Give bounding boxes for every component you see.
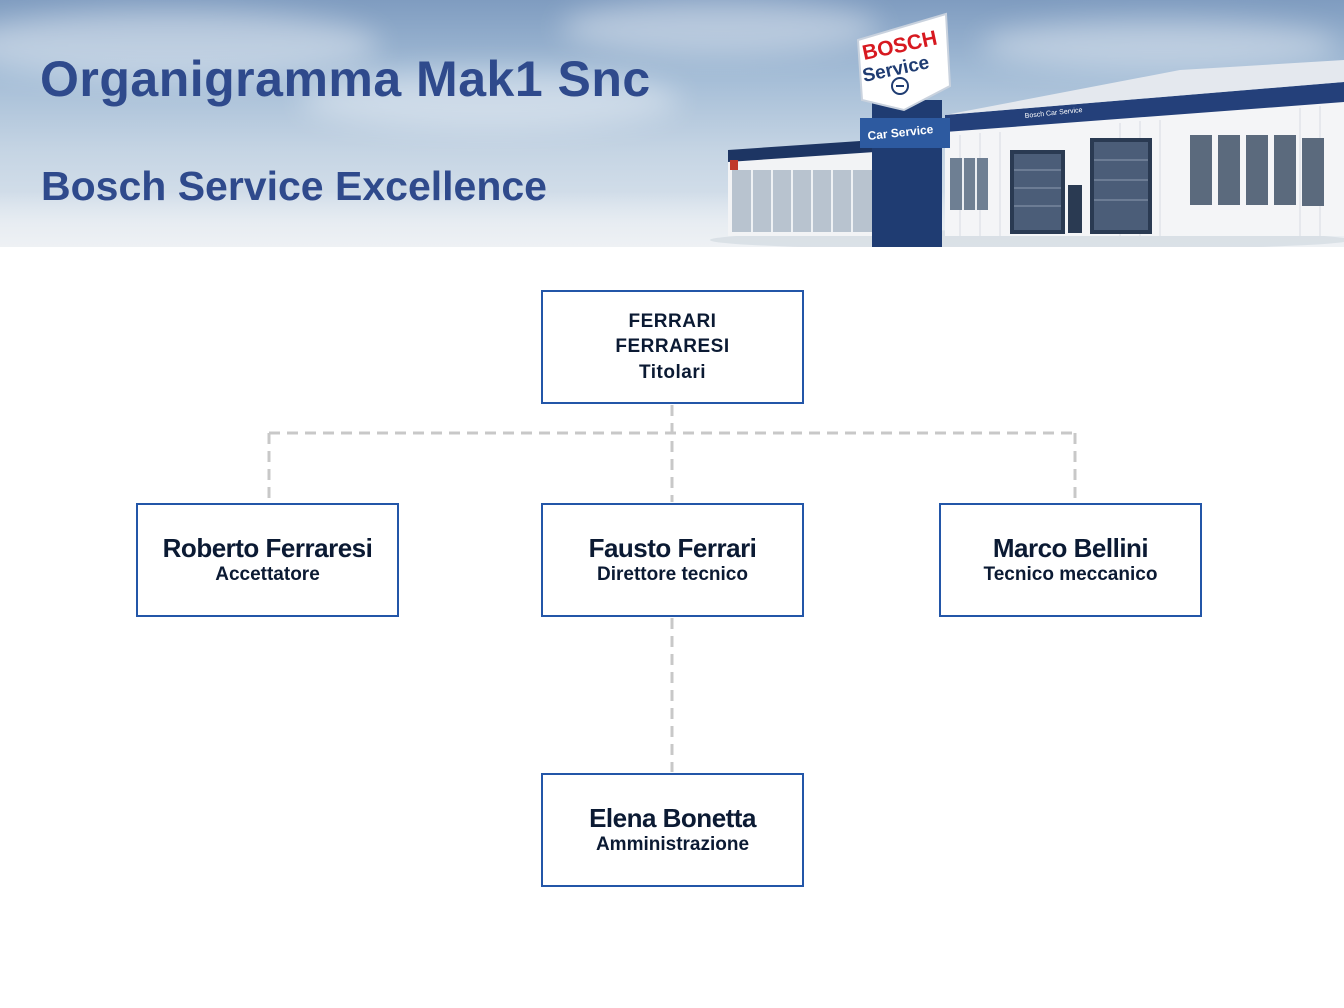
org-node-direttore-tecnico: Fausto Ferrari Direttore tecnico: [541, 503, 804, 617]
org-node-amministrazione: Elena Bonetta Amministrazione: [541, 773, 804, 887]
node-line: FERRARI: [628, 310, 717, 332]
page-title: Organigramma Mak1 Snc: [40, 51, 651, 107]
node-role: Accettatore: [215, 564, 320, 585]
org-node-accettatore: Roberto Ferraresi Accettatore: [136, 503, 399, 617]
car-service-sign-text: Car Service: [867, 122, 934, 143]
page-subtitle: Bosch Service Excellence: [41, 163, 547, 209]
node-name: Elena Bonetta: [589, 803, 756, 833]
cloud-decoration: [0, 10, 380, 80]
org-node-titolari: FERRARI FERRARESI Titolari: [541, 290, 804, 404]
header-banner: Bosch Car Service Car Service BOSCH: [0, 0, 1344, 247]
bosch-service-building-image: Bosch Car Service Car Service BOSCH: [710, 12, 1344, 247]
node-role: Tecnico meccanico: [983, 564, 1158, 585]
node-name: Marco Bellini: [992, 533, 1149, 563]
node-name: Roberto Ferraresi: [162, 533, 373, 563]
cloud-decoration: [560, 0, 880, 55]
cloud-decoration: [980, 20, 1340, 70]
node-role: Amministrazione: [595, 834, 750, 855]
org-node-tecnico-meccanico: Marco Bellini Tecnico meccanico: [939, 503, 1202, 617]
node-role: Titolari: [639, 361, 706, 383]
node-line: FERRARESI: [615, 336, 730, 358]
cloud-decoration: [300, 70, 680, 130]
node-role: Direttore tecnico: [597, 564, 748, 585]
node-name: Fausto Ferrari: [588, 533, 757, 563]
